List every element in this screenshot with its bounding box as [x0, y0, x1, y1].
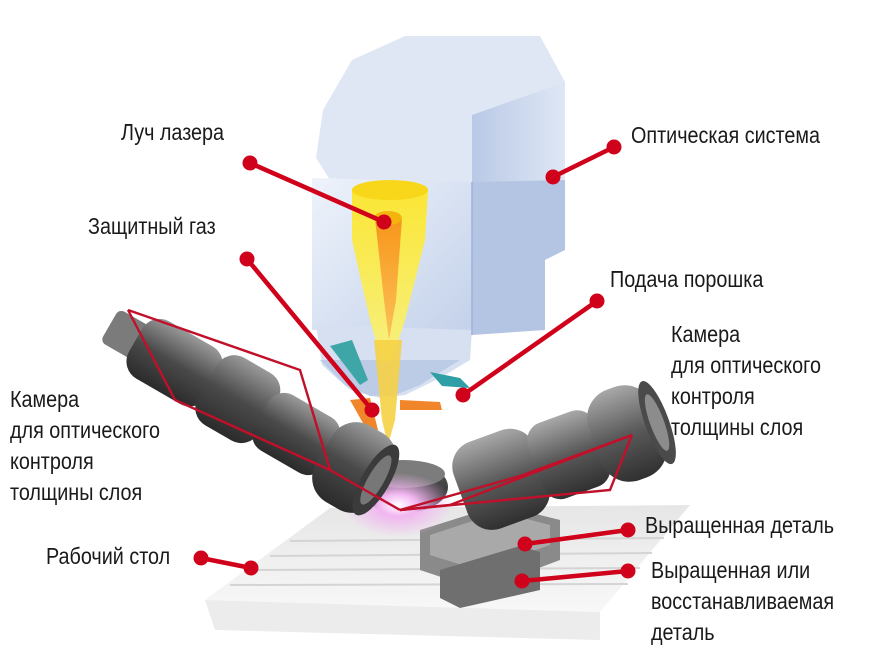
label-restored-part-line-3: деталь: [651, 619, 715, 645]
label-powder-feed: Подача порошка: [610, 266, 764, 292]
label-restored-part-line-1: Выращенная или: [651, 557, 811, 583]
label-grown-part: Выращенная деталь: [645, 512, 835, 538]
label-camera-right: Камера для оптического контроля толщины …: [671, 319, 821, 443]
label-camera-left-line-3: контроля: [10, 448, 94, 474]
label-shield-gas: Защитный газ: [88, 213, 216, 239]
callout-leaders: [198, 144, 631, 584]
label-laser-beam: Луч лазера: [121, 119, 225, 145]
callout-dots: [193, 139, 636, 589]
label-restored-part-line-2: восстанавливаемая: [651, 588, 835, 614]
right-camera-shape: [452, 381, 676, 530]
label-camera-right-line-2: для оптического: [671, 352, 821, 378]
label-work-table: Рабочий стол: [46, 543, 171, 569]
left-camera-shape: [102, 310, 400, 516]
label-camera-right-line-4: толщины слоя: [671, 414, 804, 440]
label-camera-right-line-1: Камера: [671, 321, 741, 347]
label-camera-left-line-2: для оптического: [10, 417, 160, 443]
label-camera-left-line-4: толщины слоя: [10, 479, 143, 505]
label-restored-part: Выращенная или восстанавливаемая деталь: [651, 555, 834, 648]
camera-sightlines: [126, 308, 634, 512]
label-camera-left-line-1: Камера: [10, 386, 80, 412]
label-optical-system: Оптическая система: [631, 122, 820, 148]
label-camera-left: Камера для оптического контроля толщины …: [10, 384, 160, 508]
label-camera-right-line-3: контроля: [671, 383, 755, 409]
